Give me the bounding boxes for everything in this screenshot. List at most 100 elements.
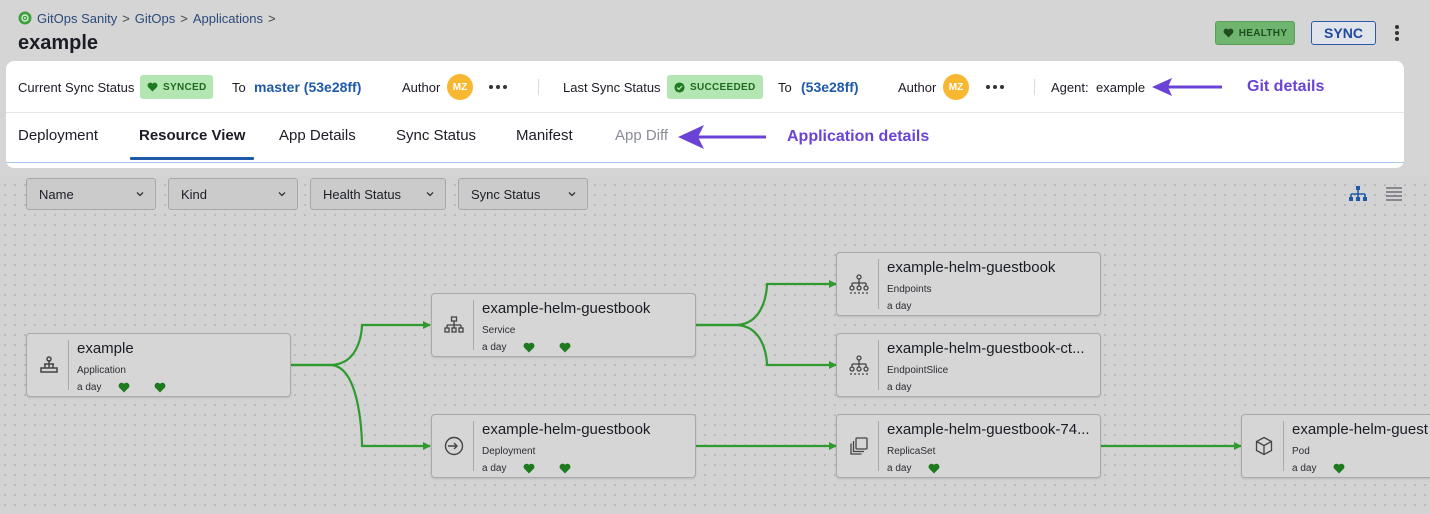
current-more-icon[interactable] xyxy=(489,61,507,113)
annotation-arrow-icon xyxy=(678,125,766,149)
last-commit-link[interactable]: (53e28ff) xyxy=(801,79,859,95)
node-divider xyxy=(878,421,879,471)
breadcrumb-item-applications[interactable]: Applications xyxy=(192,10,263,26)
edge-application-deployment xyxy=(291,363,431,450)
health-status-label: HEALTHY xyxy=(1238,27,1288,39)
node-age: a day xyxy=(77,382,102,393)
endpoints-icon xyxy=(849,274,869,294)
breadcrumb-separator: > xyxy=(122,10,130,26)
chevron-down-icon xyxy=(136,192,144,197)
node-title: example-helm-guestbook-ct... xyxy=(887,340,1085,357)
chevron-down-icon xyxy=(278,192,286,197)
tab-app-diff[interactable]: App Diff xyxy=(615,127,669,144)
node-kind: Pod xyxy=(1292,446,1310,457)
list-view-icon[interactable] xyxy=(1384,185,1404,203)
agent-value: example xyxy=(1096,79,1146,95)
replicaset-icon xyxy=(850,437,868,455)
resource-node-endpoints[interactable]: example-helm-guestbook Endpoints a day xyxy=(836,252,1101,316)
avatar[interactable]: MZ xyxy=(447,74,473,100)
avatar[interactable]: MZ xyxy=(943,74,969,100)
filter-health-status-label: Health Status xyxy=(323,186,402,202)
current-to-label: To xyxy=(232,79,246,95)
breadcrumb-separator: > xyxy=(267,10,276,26)
filter-name-dropdown[interactable]: Name xyxy=(26,178,156,210)
heart-icon xyxy=(1223,28,1234,38)
agent-label: Agent: xyxy=(1051,79,1089,95)
current-author-label: Author xyxy=(402,79,441,95)
node-kind: Service xyxy=(482,325,516,336)
check-circle-icon xyxy=(674,81,685,93)
resource-node-endpointslice[interactable]: example-helm-guestbook-ct... EndpointSli… xyxy=(836,333,1101,397)
last-more-icon[interactable] xyxy=(986,61,1004,113)
node-kind: ReplicaSet xyxy=(887,446,936,457)
node-kind: EndpointSlice xyxy=(887,365,949,376)
annotation-git-details: Git details xyxy=(1247,78,1325,95)
last-author[interactable]: MZ xyxy=(943,61,969,113)
divider xyxy=(538,79,539,95)
succeeded-badge: SUCCEEDED xyxy=(667,75,763,99)
resource-node-deployment[interactable]: example-helm-guestbook Deployment a day xyxy=(431,414,696,478)
node-kind: Deployment xyxy=(482,446,536,457)
edge-service-endpoints xyxy=(696,280,837,327)
node-age: a day xyxy=(887,382,912,393)
resource-node-application[interactable]: example Application a day xyxy=(26,333,291,397)
filter-kind-dropdown[interactable]: Kind xyxy=(168,178,298,210)
tab-app-details[interactable]: App Details xyxy=(279,127,356,144)
edge-service-endpointslice xyxy=(696,323,837,369)
resource-node-pod[interactable]: example-helm-guest Pod a day xyxy=(1241,414,1430,478)
more-options-icon[interactable] xyxy=(1388,23,1406,43)
resource-node-service[interactable]: example-helm-guestbook Service a day xyxy=(431,293,696,357)
breadcrumb-item-gitops-sanity[interactable]: GitOps Sanity xyxy=(37,10,118,26)
tab-sync-status[interactable]: Sync Status xyxy=(396,127,477,144)
current-author[interactable]: MZ xyxy=(447,61,473,113)
health-heart-icon xyxy=(523,463,535,474)
health-heart-icon xyxy=(928,463,940,474)
annotation-arrow-icon xyxy=(1152,78,1222,96)
node-age: a day xyxy=(482,463,507,474)
node-title: example-helm-guestbook xyxy=(887,259,1056,276)
breadcrumb-item-gitops[interactable]: GitOps xyxy=(134,10,176,26)
node-age: a day xyxy=(482,342,507,353)
deployment-icon xyxy=(444,436,464,456)
filter-sync-status-label: Sync Status xyxy=(471,186,541,202)
last-to-label: To xyxy=(778,79,792,95)
resource-node-replicaset[interactable]: example-helm-guestbook-74... ReplicaSet … xyxy=(836,414,1101,478)
breadcrumb-separator: > xyxy=(180,10,188,26)
node-divider xyxy=(1283,421,1284,471)
node-title: example xyxy=(77,340,134,357)
sync-button[interactable]: SYNC xyxy=(1311,21,1376,45)
tree-view-icon[interactable] xyxy=(1348,185,1368,203)
filter-name-label: Name xyxy=(39,186,74,202)
current-commit-link[interactable]: master (53e28ff) xyxy=(254,79,362,95)
current-sync-status-label: Current Sync Status xyxy=(18,79,135,95)
chevron-down-icon xyxy=(426,192,434,197)
filter-health-status-dropdown[interactable]: Health Status xyxy=(310,178,446,210)
node-title: example-helm-guestbook xyxy=(482,300,651,317)
page-title: example xyxy=(18,32,99,54)
tab-resource-view[interactable]: Resource View xyxy=(139,127,246,144)
tab-manifest[interactable]: Manifest xyxy=(516,127,573,144)
tab-deployment[interactable]: Deployment xyxy=(18,127,99,144)
sync-heart-icon xyxy=(154,382,166,393)
current-sync-status: SYNCED xyxy=(140,61,214,113)
synced-badge: SYNCED xyxy=(140,75,214,99)
edge-application-service xyxy=(291,321,431,367)
sync-heart-icon xyxy=(559,463,571,474)
node-age: a day xyxy=(887,463,912,474)
last-sync-status: SUCCEEDED xyxy=(667,61,763,113)
breadcrumb: GitOps Sanity > GitOps > Applications > xyxy=(18,10,281,26)
synced-label: SYNCED xyxy=(163,81,207,93)
health-heart-icon xyxy=(1333,463,1345,474)
node-divider xyxy=(68,340,69,390)
filter-sync-status-dropdown[interactable]: Sync Status xyxy=(458,178,588,210)
health-status-badge: HEALTHY xyxy=(1215,21,1295,45)
node-divider xyxy=(473,300,474,350)
node-kind: Application xyxy=(77,365,126,376)
node-age: a day xyxy=(887,301,912,312)
endpointslice-icon xyxy=(849,355,869,375)
node-divider xyxy=(878,259,879,309)
gitops-logo-icon xyxy=(18,11,32,25)
node-age: a day xyxy=(1292,463,1317,474)
last-sync-status-label: Last Sync Status xyxy=(563,79,661,95)
